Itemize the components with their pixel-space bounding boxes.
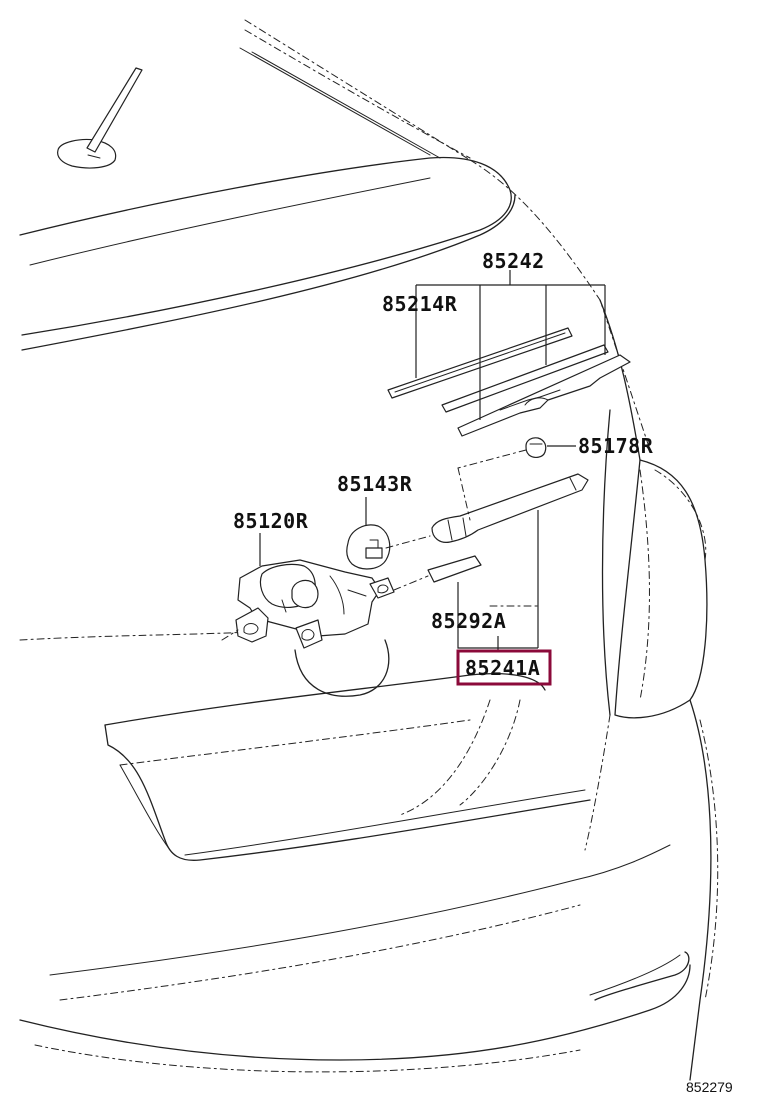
wiper-motor-icon	[235, 559, 395, 649]
part-label-85292A[interactable]: 85292A	[431, 609, 506, 633]
part-labels: 85242 85214R 85178R 85143R 85120R 85292A…	[233, 249, 654, 686]
part-label-85143R[interactable]: 85143R	[337, 472, 413, 496]
pivot-cover-icon	[427, 555, 482, 583]
wiper-blade-icon	[387, 327, 631, 437]
drawing-code: 852279	[686, 1079, 733, 1095]
highlight-box	[456, 649, 552, 686]
part-label-85214R[interactable]: 85214R	[382, 292, 458, 316]
part-label-85242[interactable]: 85242	[482, 249, 545, 273]
part-label-85241A[interactable]: 85241A	[465, 656, 540, 680]
leader-lines	[221, 270, 606, 652]
grommet-icon	[346, 524, 391, 570]
part-label-85178R[interactable]: 85178R	[578, 434, 654, 458]
wiper-arm-icon	[431, 473, 589, 543]
cap-nut-icon	[525, 437, 547, 458]
antenna-icon	[57, 67, 143, 169]
vehicle-body-outline	[19, 19, 719, 1081]
part-label-85120R[interactable]: 85120R	[233, 509, 309, 533]
